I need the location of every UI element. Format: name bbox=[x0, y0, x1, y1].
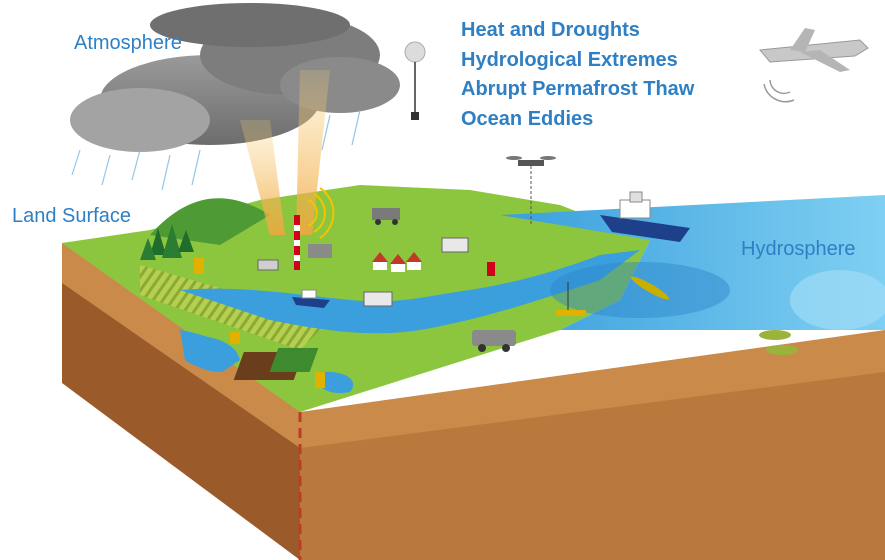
atmosphere-label: Atmosphere bbox=[74, 32, 182, 54]
weather-balloon-icon bbox=[404, 41, 426, 120]
land-surface-label: Land Surface bbox=[12, 205, 131, 227]
soil-block bbox=[62, 243, 885, 560]
buoy-icon bbox=[194, 258, 586, 388]
theme-permafrost-thaw: Abrupt Permafrost Thaw bbox=[461, 78, 695, 100]
hydrosphere-label: Hydrosphere bbox=[741, 238, 856, 260]
forest-icon bbox=[140, 224, 194, 260]
vehicle-icon bbox=[308, 208, 516, 352]
underwater-glider-icon bbox=[630, 276, 798, 355]
boat-icon bbox=[292, 289, 330, 308]
theme-ocean-eddies: Ocean Eddies bbox=[461, 107, 594, 130]
drone-icon bbox=[506, 156, 556, 225]
aircraft-icon bbox=[759, 28, 869, 103]
ocean bbox=[500, 195, 885, 330]
research-themes-list: Heat and Droughts Hydrological Extremes … bbox=[461, 16, 694, 134]
radar-beams bbox=[240, 70, 330, 235]
research-ship-icon bbox=[600, 191, 690, 242]
radar-tower-icon bbox=[294, 187, 335, 270]
theme-heat-droughts: Heat and Droughts bbox=[461, 19, 640, 41]
instrument-shelter-icon bbox=[257, 237, 469, 307]
village-icon bbox=[372, 252, 422, 272]
theme-hydrological-extremes: Hydrological Extremes bbox=[461, 48, 678, 71]
wetland bbox=[186, 335, 240, 372]
